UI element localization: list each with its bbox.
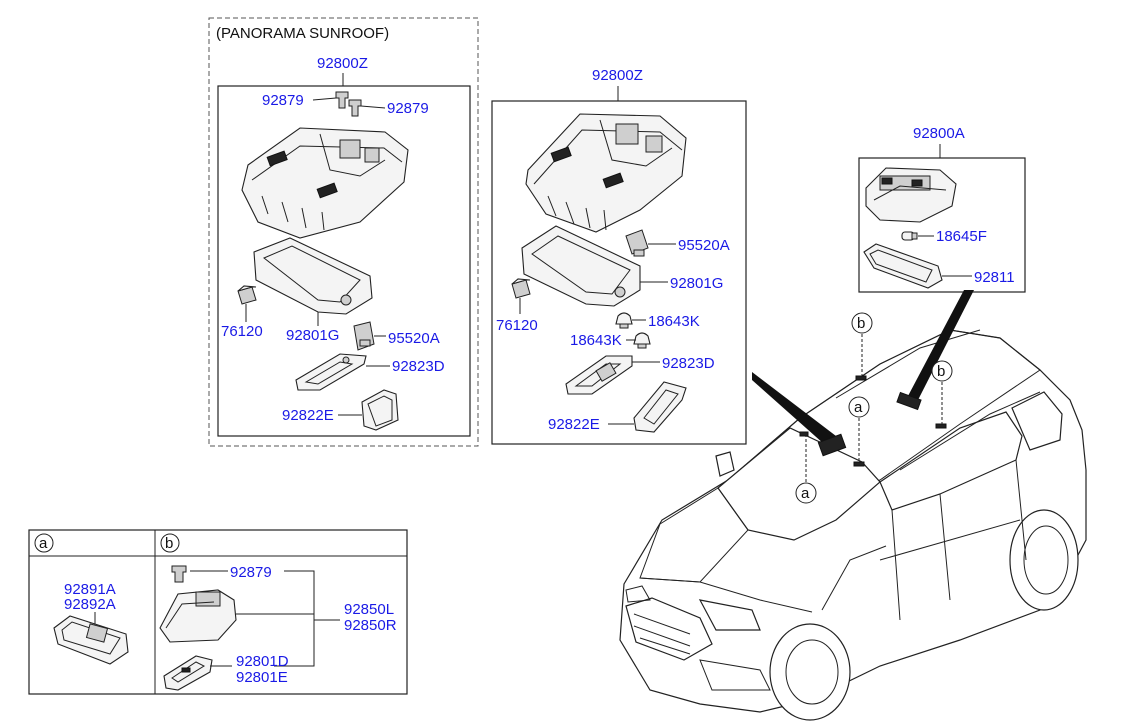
assembly-box-right	[858, 157, 1026, 293]
vanity-lamp-label-1: 92850L	[344, 601, 394, 618]
cover-lower-label-middle: 92822E	[548, 416, 600, 433]
cover-upper-icon	[565, 355, 633, 395]
vanity-lamp-marker-icon	[935, 423, 947, 429]
callout-b-right: b	[937, 363, 945, 380]
sensor-label-left: 95520A	[388, 330, 440, 347]
vanity-lamp-icon	[159, 589, 237, 643]
lens-icon	[521, 225, 641, 307]
bulb-label-middle-b: 18643K	[570, 332, 622, 349]
vehicle-illustration	[619, 329, 1087, 721]
luggage-lamp-icon	[53, 615, 129, 665]
table-col-b: b	[165, 535, 173, 552]
console-on-roof-icon	[817, 433, 847, 457]
map-lamp-icon	[865, 167, 957, 223]
clip-label-right: 92879	[387, 100, 429, 117]
panorama-header: (PANORAMA SUNROOF)	[216, 25, 389, 42]
vanity-lens-label-2: 92801E	[236, 669, 288, 686]
pointer-left	[752, 372, 836, 444]
clip-icon	[171, 565, 187, 583]
bulb-label-middle-a: 18643K	[648, 313, 700, 330]
sensor-label-middle: 95520A	[678, 237, 730, 254]
detail-table: a b 92891A 92892A 92879 92850L 92850R	[28, 529, 408, 695]
bulb-holder-label-left: 76120	[221, 323, 263, 340]
cover-lower-icon	[633, 381, 687, 433]
clip-icon	[335, 91, 362, 117]
bulb-holder-icon	[237, 285, 257, 305]
clip-label-left: 92879	[262, 92, 304, 109]
map-lamp-on-roof-icon	[896, 391, 922, 411]
clip-label-table: 92879	[230, 564, 272, 581]
overhead-console-icon	[525, 113, 687, 233]
part-a-label-2: 92892A	[64, 596, 116, 613]
cover-lower-icon	[361, 389, 399, 431]
pointer-right	[908, 290, 974, 400]
assembly-label-right: 92800A	[913, 125, 965, 142]
lens-label-left: 92801G	[286, 327, 339, 344]
assembly-label-middle: 92800Z	[592, 67, 643, 84]
lens-icon	[863, 243, 943, 289]
cover-upper-label-left: 92823D	[392, 358, 445, 375]
cover-upper-label-middle: 92823D	[662, 355, 715, 372]
overhead-console-icon	[241, 127, 409, 239]
map-lamp-panel: 92800A 18645F 92811	[858, 125, 1026, 293]
sensor-icon	[353, 321, 375, 351]
lens-icon	[253, 237, 373, 315]
callout-b-top: b	[857, 315, 865, 332]
bulb-holder-label-middle: 76120	[496, 317, 538, 334]
panorama-outline	[208, 17, 479, 447]
assembly-box-middle	[491, 100, 747, 445]
standard-console-panel: 92800Z 95520A 92801G	[491, 67, 747, 445]
vanity-lamp-marker-icon	[855, 375, 867, 381]
part-a-label-1: 92891A	[64, 581, 116, 598]
vanity-lens-icon	[163, 655, 213, 691]
luggage-lamp-marker-icon	[853, 461, 865, 467]
cover-upper-icon	[295, 353, 367, 391]
sensor-icon	[625, 229, 649, 257]
bulb-holder-icon	[511, 278, 531, 299]
bulb-icon	[901, 231, 918, 241]
callout-a-lower: a	[801, 485, 810, 502]
lens-label-middle: 92801G	[670, 275, 723, 292]
assembly-label-left: 92800Z	[317, 55, 368, 72]
panorama-sunroof-panel: (PANORAMA SUNROOF) 92800Z 92879 92879	[208, 17, 479, 447]
vanity-lens-label-1: 92801D	[236, 653, 289, 670]
vanity-lamp-label-2: 92850R	[344, 617, 397, 634]
table-col-a: a	[39, 535, 48, 552]
callout-a-middle: a	[854, 399, 863, 416]
cover-lower-label-left: 92822E	[282, 407, 334, 424]
lens-label-right: 92811	[974, 269, 1015, 286]
bulb-icon	[615, 312, 651, 349]
bulb-label-right: 18645F	[936, 228, 987, 245]
assembly-box-left	[217, 85, 471, 437]
luggage-lamp-marker-icon	[799, 431, 809, 437]
